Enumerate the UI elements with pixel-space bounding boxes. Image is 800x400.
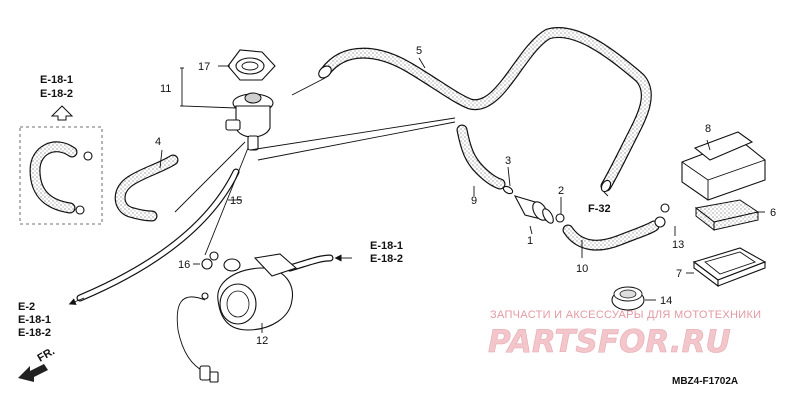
ref-bottom-2: E-18-1 <box>18 314 51 326</box>
clip-13[interactable] <box>654 203 670 228</box>
clamp-3[interactable] <box>502 185 514 195</box>
solenoid-12[interactable] <box>176 253 298 383</box>
label-7: 7 <box>676 268 682 280</box>
hose-10[interactable] <box>562 220 660 251</box>
clip-2[interactable] <box>555 213 565 223</box>
leader-lines <box>68 57 765 333</box>
hose-15[interactable] <box>76 168 240 302</box>
hose-5[interactable] <box>316 27 652 194</box>
label-10: 10 <box>576 263 588 275</box>
ref-top-left-2: E-18-2 <box>40 88 73 100</box>
ref-bottom-1: E-2 <box>18 301 35 313</box>
filter-case-7[interactable] <box>692 247 767 288</box>
label-13: 13 <box>672 239 684 251</box>
label-17: 17 <box>198 61 210 73</box>
hose-4[interactable] <box>114 154 179 222</box>
part-number-labels: 17 11 4 5 3 2 9 1 10 8 6 13 7 14 15 16 1… <box>155 45 776 347</box>
drawing-code: MBZ4-F1702A <box>672 376 738 387</box>
front-label: FR. <box>36 345 57 364</box>
filter-cover-8[interactable] <box>681 131 766 201</box>
label-9: 9 <box>471 195 477 207</box>
front-arrow-icon: FR. <box>18 345 57 382</box>
ref-top-left-1: E-18-1 <box>40 74 73 86</box>
watermark: ЗАПЧАСТИ И АКСЕССУАРЫ ДЛЯ МОТОТЕХНИКИ PA… <box>488 309 761 360</box>
label-3: 3 <box>505 155 511 167</box>
ref-bottom-3: E-18-2 <box>18 327 51 339</box>
label-11: 11 <box>160 83 171 95</box>
inset-box <box>19 126 103 225</box>
label-14: 14 <box>660 295 672 307</box>
reed-valve-1[interactable] <box>513 195 555 225</box>
ref-right-2: E-18-2 <box>370 253 403 265</box>
ref-f32: F-32 <box>588 203 611 215</box>
reference-labels: E-18-1 E-18-2 E-18-1 E-18-2 F-32 E-2 E-1… <box>18 74 611 339</box>
label-2: 2 <box>558 185 564 197</box>
label-4: 4 <box>155 136 161 148</box>
clip-16[interactable] <box>201 251 219 270</box>
label-1: 1 <box>527 235 533 247</box>
label-16: 16 <box>178 259 190 271</box>
up-arrow-icon <box>50 105 74 121</box>
hose-9[interactable] <box>456 124 506 190</box>
pump-outlet-hose[interactable] <box>286 254 334 272</box>
filter-element-6[interactable] <box>694 199 760 232</box>
boot-14[interactable] <box>611 286 645 311</box>
ref-right-1: E-18-1 <box>370 240 403 252</box>
label-15: 15 <box>230 195 242 207</box>
valve-11[interactable] <box>225 92 274 151</box>
watermark-caption: ЗАПЧАСТИ И АКСЕССУАРЫ ДЛЯ МОТОТЕХНИКИ <box>490 309 761 321</box>
watermark-brand: PARTSFOR.RU <box>488 324 731 360</box>
gasket-17[interactable] <box>227 49 276 81</box>
label-12: 12 <box>256 335 268 347</box>
label-5: 5 <box>416 45 422 57</box>
label-8: 8 <box>705 123 711 135</box>
label-6: 6 <box>770 207 776 219</box>
